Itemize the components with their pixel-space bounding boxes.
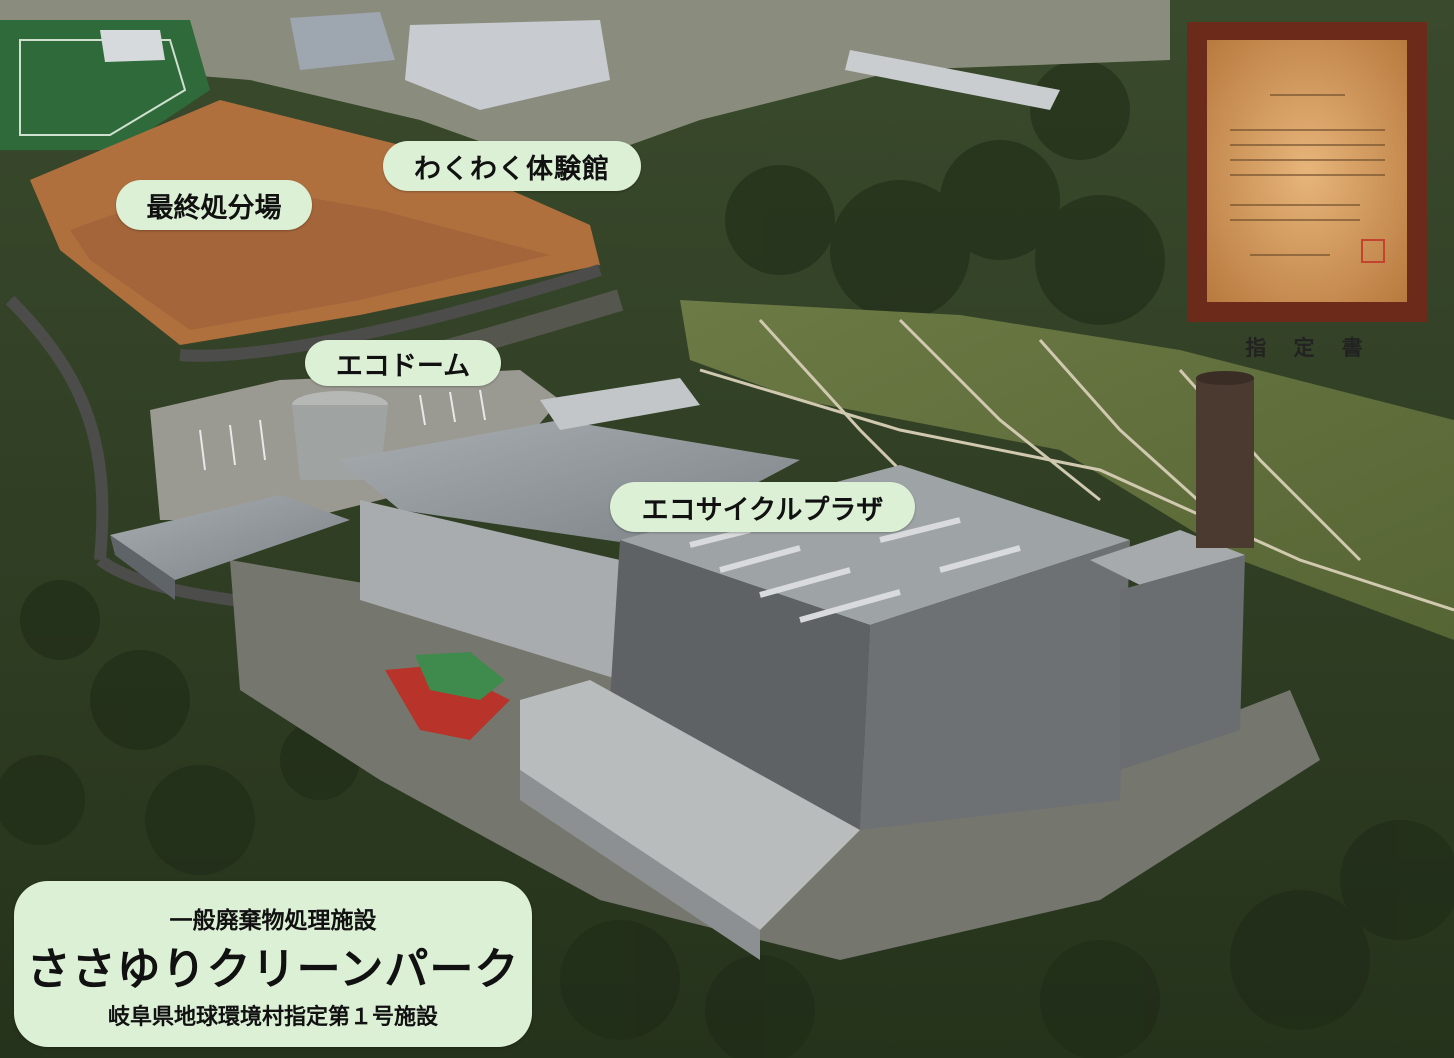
upper-building-2: [405, 20, 610, 110]
roof-vents: [689, 517, 1021, 623]
upper-building-1: [290, 12, 395, 70]
label-wakuwaku-hall: わくわく体験館: [383, 141, 641, 191]
label-final-disposal: 最終処分場: [116, 180, 312, 230]
chimney-top: [1196, 371, 1254, 385]
green-pavement: [415, 652, 505, 700]
tree-texture: [0, 60, 1454, 1058]
terraced-slope: [680, 300, 1454, 640]
plant-side-wall: [860, 540, 1130, 830]
greenhouse: [845, 50, 1060, 110]
lower-block-roof: [520, 680, 860, 930]
certificate-caption: 指 定 書: [1245, 336, 1373, 360]
tower-block-wall: [1120, 555, 1245, 770]
red-pavement: [385, 665, 510, 740]
plant-front-wall: [610, 540, 870, 830]
upper-building-3: [100, 30, 165, 62]
annex-wall: [110, 535, 175, 600]
parking-lines: [199, 389, 486, 471]
label-eco-cycle-plaza: エコサイクルプラザ: [610, 482, 915, 532]
rear-building: [540, 378, 700, 430]
facility-subtitle: 一般廃棄物処理施設: [169, 908, 377, 934]
label-eco-dome: エコドーム: [305, 340, 501, 386]
chimney: [1196, 378, 1254, 548]
plant-roof: [620, 465, 1130, 625]
middle-complex-wall: [360, 500, 620, 680]
lower-block-wall: [520, 770, 760, 960]
facility-title-box: 一般廃棄物処理施設 ささゆりクリーンパーク 岐阜県地球環境村指定第１号施設: [14, 881, 532, 1047]
annex-roof: [110, 495, 350, 580]
certificate-photo: [1187, 22, 1427, 322]
facility-name: ささゆりクリーンパーク: [26, 944, 520, 995]
certificate-panel: 指 定 書: [1177, 10, 1441, 362]
facility-note: 岐阜県地球環境村指定第１号施設: [107, 1005, 438, 1030]
